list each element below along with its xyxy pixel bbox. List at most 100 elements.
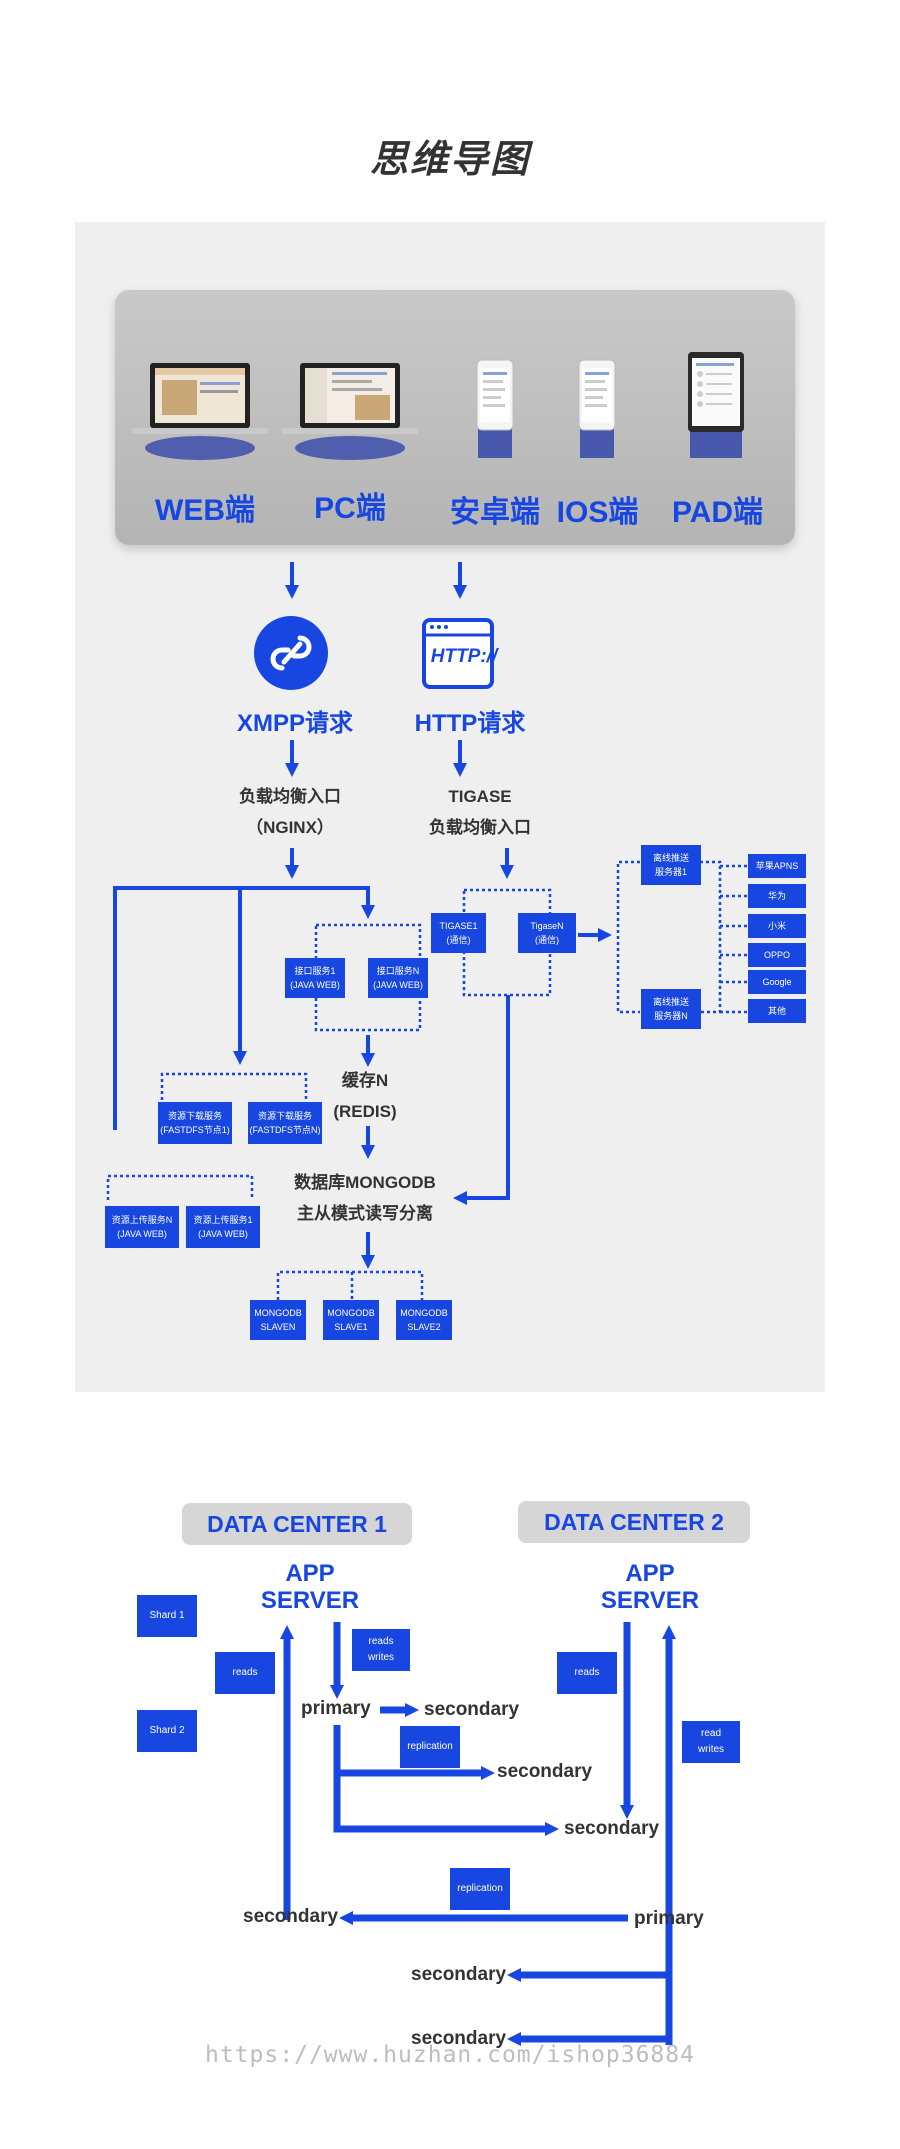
- mongodb-slave-1-line1: MONGODB: [327, 1308, 375, 1318]
- dc1-reads-writes-box: reads writes: [352, 1629, 410, 1671]
- upload-service-n-line1: 资源上传服务N: [111, 1215, 173, 1225]
- dc1-secondary-a: secondary: [424, 1699, 520, 1720]
- watermark-url: https://www.huzhan.com/ishop36884: [205, 2042, 695, 2068]
- tigase-node-1-role: (通信): [446, 935, 471, 945]
- push-server-n-line2: 服务器N: [654, 1011, 688, 1021]
- mongodb-slave-2-line2: SLAVE2: [407, 1322, 441, 1332]
- browser-icon: [422, 618, 494, 689]
- api-service-n-line2: (JAVA WEB): [373, 980, 423, 990]
- dc1-secondary-b: secondary: [497, 1761, 593, 1782]
- dc1-reads-text: reads: [368, 1636, 394, 1647]
- phone-icon: [578, 359, 616, 458]
- tigase-node-n-role: (通信): [535, 935, 559, 945]
- cache-line1: 缓存N: [341, 1071, 389, 1090]
- dc1-app-line1: APP: [285, 1560, 335, 1587]
- tablet-icon: [688, 352, 744, 458]
- push-server-1-line2: 服务器1: [654, 867, 687, 877]
- tigase-node-n: TigaseN (通信): [518, 913, 576, 953]
- dc1-app-line2: SERVER: [260, 1587, 360, 1614]
- dc2-secondary-mid: secondary: [411, 1964, 507, 1985]
- mongodb-slave-n: MONGODB SLAVEN: [250, 1300, 306, 1340]
- database-line2: 主从模式读写分离: [297, 1204, 433, 1223]
- tigase-lb-line2: 负载均衡入口: [429, 818, 531, 837]
- database-line1: 数据库MONGODB: [294, 1173, 436, 1192]
- device-label-pad: PAD端: [671, 496, 764, 529]
- dc1-shard-2: Shard 2: [137, 1710, 197, 1752]
- push-channel-google: Google: [748, 970, 806, 994]
- mongodb-slave-n-line2: SLAVEN: [260, 1322, 296, 1332]
- dc2-primary: primary: [634, 1908, 704, 1929]
- api-service-n-line1: 接口服务N: [376, 966, 420, 976]
- api-service-1: 接口服务1 (JAVA WEB): [285, 958, 345, 998]
- download-service-n: 资源下载服务 (FASTDFS节点N): [248, 1102, 322, 1144]
- dc2-reads-box: reads: [557, 1652, 617, 1694]
- download-service-n-line2: (FASTDFS节点N): [249, 1125, 321, 1135]
- datacenter-1-label: DATA CENTER 1: [182, 1503, 412, 1545]
- dc2-app-line2: SERVER: [600, 1587, 700, 1614]
- tigase-node-n-name: TigaseN: [530, 921, 564, 931]
- tigase-node-1: TIGASE1 (通信): [431, 913, 486, 953]
- device-label-android: 安卓端: [450, 496, 540, 529]
- mongodb-slave-n-line1: MONGODB: [254, 1308, 302, 1318]
- datacenter-2-label: DATA CENTER 2: [518, 1501, 750, 1543]
- dc1-replication-box: replication: [400, 1726, 460, 1768]
- download-service-1-line2: (FASTDFS节点1): [160, 1125, 230, 1135]
- dc1-secondary-c: secondary: [564, 1818, 660, 1839]
- download-service-n-line1: 资源下载服务: [257, 1111, 312, 1121]
- download-service-1-line1: 资源下载服务: [167, 1111, 222, 1121]
- push-channel-oppo: OPPO: [748, 943, 806, 967]
- http-request-label: HTTP请求: [414, 710, 526, 737]
- link-icon: [254, 616, 328, 690]
- push-channel-other: 其他: [748, 999, 806, 1023]
- laptop-icon: [282, 363, 418, 460]
- dc2-app-server: APP SERVER: [585, 1560, 715, 1614]
- device-label-web: WEB端: [155, 494, 255, 527]
- upload-service-1: 资源上传服务1 (JAVA WEB): [186, 1206, 260, 1248]
- push-channel-huawei: 华为: [748, 884, 806, 908]
- dc2-secondary-left: secondary: [243, 1906, 339, 1927]
- dc2-read-writes-box: read writes: [682, 1721, 740, 1763]
- push-server-1-line1: 离线推送: [652, 853, 689, 863]
- tigase-node-1-name: TIGASE1: [439, 921, 478, 931]
- dc2-read-text: read: [700, 1728, 721, 1739]
- tigase-lb-line1: TIGASE: [448, 787, 512, 806]
- upload-service-n: 资源上传服务N (JAVA WEB): [105, 1206, 179, 1248]
- http-icon-text: HTTP://: [430, 646, 498, 667]
- upload-service-n-line2: (JAVA WEB): [117, 1229, 167, 1239]
- push-server-n: 离线推送 服务器N: [641, 989, 701, 1029]
- xmpp-request-label: XMPP请求: [236, 710, 353, 737]
- upload-service-1-line2: (JAVA WEB): [198, 1229, 248, 1239]
- phone-icon: [476, 359, 514, 458]
- push-channel-apns: 苹果APNS: [748, 854, 806, 878]
- push-server-n-line1: 离线推送: [652, 997, 689, 1007]
- dc2-app-line1: APP: [625, 1560, 675, 1587]
- dc2-secondary-bottom: secondary: [411, 2028, 507, 2049]
- download-service-1: 资源下载服务 (FASTDFS节点1): [158, 1102, 232, 1144]
- dc1-writes-text: writes: [367, 1652, 395, 1663]
- nginx-line1: 负载均衡入口: [239, 787, 341, 806]
- page-title: 思维导图: [369, 139, 530, 181]
- dc1-shard-1: Shard 1: [137, 1595, 197, 1637]
- dc1-reads-box: reads: [215, 1652, 275, 1694]
- mongodb-slave-2: MONGODB SLAVE2: [396, 1300, 452, 1340]
- mongodb-slave-2-line1: MONGODB: [400, 1308, 448, 1318]
- push-server-1: 离线推送 服务器1: [641, 845, 701, 885]
- device-label-ios: IOS端: [556, 496, 639, 529]
- dc2-replication-box: replication: [450, 1868, 510, 1910]
- push-channel-xiaomi: 小米: [748, 914, 806, 938]
- laptop-icon: [132, 363, 268, 460]
- api-service-1-line2: (JAVA WEB): [290, 980, 340, 990]
- dc1-primary: primary: [301, 1698, 371, 1719]
- mongodb-slave-1-line2: SLAVE1: [334, 1322, 368, 1332]
- upload-service-1-line1: 资源上传服务1: [193, 1215, 253, 1225]
- api-service-1-line1: 接口服务1: [294, 966, 336, 976]
- dc2-writes-text: writes: [697, 1744, 725, 1755]
- api-service-n: 接口服务N (JAVA WEB): [368, 958, 428, 998]
- device-label-pc: PC端: [314, 492, 386, 525]
- mongodb-slave-1: MONGODB SLAVE1: [323, 1300, 379, 1340]
- cache-line2: (REDIS): [333, 1102, 397, 1121]
- dc1-app-server: APP SERVER: [245, 1560, 375, 1614]
